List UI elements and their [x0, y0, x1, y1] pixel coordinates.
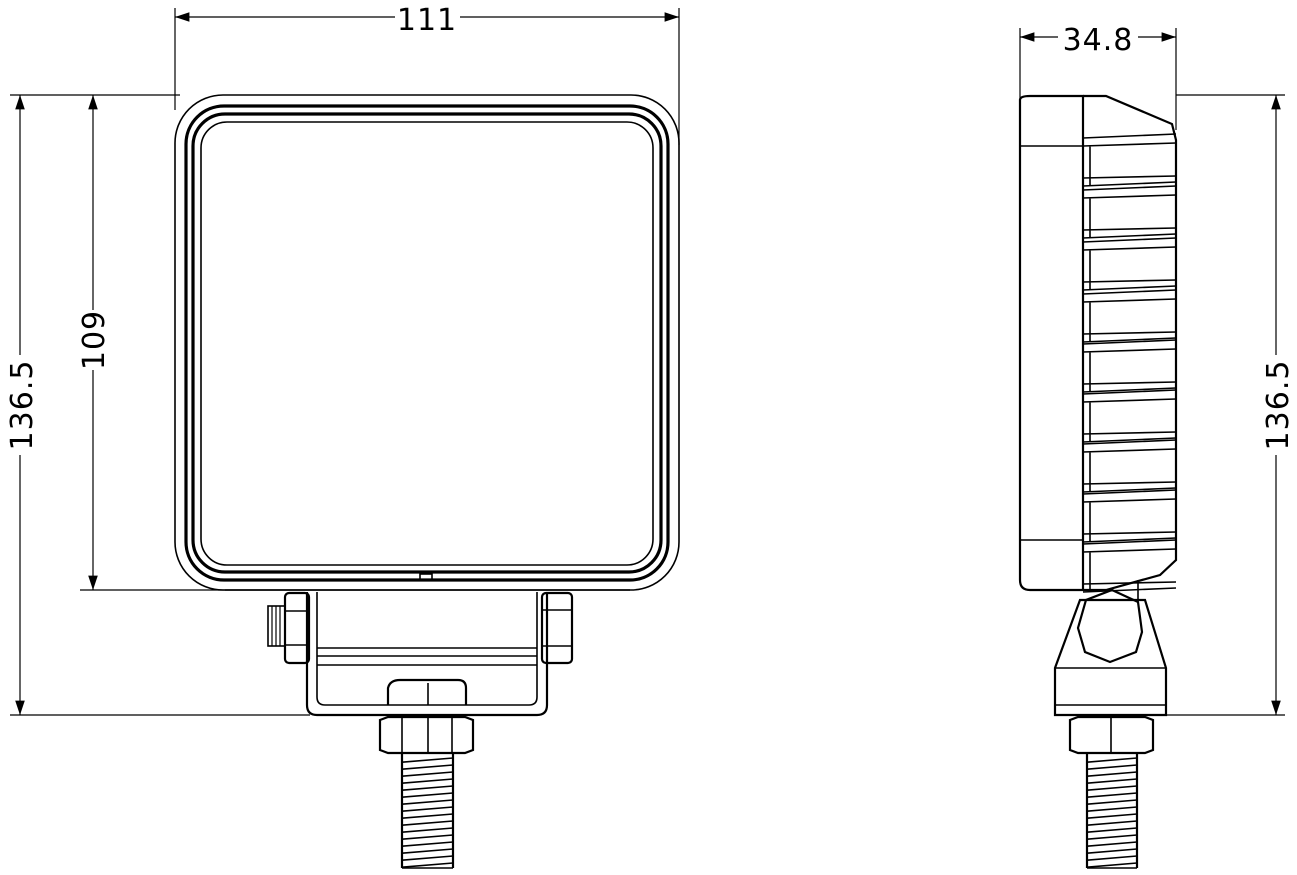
side-depth-label: 34.8: [1063, 23, 1134, 58]
heatsink-fin: [1082, 339, 1177, 393]
heatsink-fin: [1082, 133, 1177, 187]
front-width-label: 111: [397, 3, 457, 38]
front-view: [174, 94, 680, 869]
dimension-side-total-height: 136.5: [1166, 94, 1296, 716]
threaded-stud: [400, 753, 455, 869]
side-threaded-stud: [1085, 753, 1139, 869]
heatsink-fin: [1082, 439, 1177, 493]
heatsink-fin: [1082, 539, 1177, 593]
right-pivot-bolt-head: [540, 591, 574, 665]
bracket-stud-nut: [386, 678, 468, 705]
side-total-height-label: 136.5: [1261, 360, 1296, 451]
heatsink-fin: [1082, 389, 1177, 443]
front-body-height-label: 109: [77, 310, 112, 370]
side-bezel: [1018, 94, 1085, 592]
dimension-front-body-height: 109: [77, 95, 225, 591]
front-lens-rim: [191, 112, 663, 574]
heatsink-fins: [1082, 133, 1177, 593]
front-housing-outer: [174, 94, 680, 591]
side-bracket: [1053, 580, 1168, 717]
heatsink-fin: [1082, 489, 1177, 543]
left-pivot-nut: [267, 591, 311, 665]
front-total-height-label: 136.5: [5, 360, 40, 451]
dimension-front-total-height: 136.5: [5, 94, 310, 716]
dimension-front-width: 111: [174, 3, 680, 145]
front-drain-notch: [419, 573, 433, 581]
side-heatsink: [1083, 94, 1178, 592]
heatsink-fin: [1082, 289, 1177, 343]
lower-hex-nut: [378, 715, 475, 755]
dimension-side-depth: 34.8: [1019, 23, 1177, 130]
heatsink-fin: [1082, 237, 1177, 291]
mounting-bracket: [225, 589, 630, 717]
heatsink-fin: [1082, 185, 1177, 239]
side-view: [1018, 94, 1178, 869]
front-housing-band: [184, 104, 670, 582]
side-hex-nut: [1068, 715, 1155, 755]
front-lens: [200, 121, 654, 566]
